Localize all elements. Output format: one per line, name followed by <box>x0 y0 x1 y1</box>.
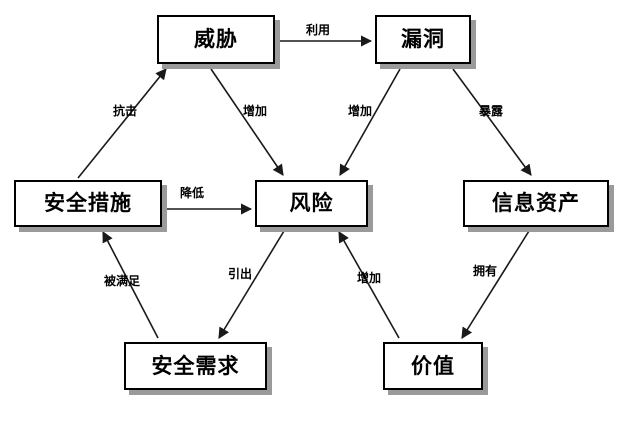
node-risk[interactable]: 风险 <box>255 180 368 227</box>
node-value-label: 价值 <box>411 353 455 378</box>
edge-requirement-satisfied-by-control <box>102 231 159 339</box>
node-security-control[interactable]: 安全措施 <box>14 180 162 227</box>
edge-label-vuln-increases-risk: 增加 <box>348 104 373 118</box>
edge-label-requirement-satisfied-by-control: 被满足 <box>104 274 141 288</box>
node-vulnerability[interactable]: 漏洞 <box>375 15 471 64</box>
node-value[interactable]: 价值 <box>383 342 483 390</box>
node-vulnerability-label: 漏洞 <box>401 27 445 51</box>
node-risk-label: 风险 <box>289 191 334 215</box>
node-security-control-label: 安全措施 <box>44 191 132 215</box>
edge-risk-elicits-requirement <box>218 230 285 339</box>
edge-label-vuln-exposes-asset: 暴露 <box>479 104 504 118</box>
edge-label-asset-owns-value: 拥有 <box>473 264 498 278</box>
edge-label-control-counters-threat: 抗击 <box>113 104 138 118</box>
edge-asset-owns-value <box>461 230 530 339</box>
edge-label-control-reduces-risk: 降低 <box>180 186 205 200</box>
node-threat-label: 威胁 <box>194 27 238 51</box>
edge-label-value-increases-risk: 增加 <box>357 271 382 285</box>
edge-label-threat-increases-risk: 增加 <box>243 104 268 118</box>
edge-value-increases-risk <box>338 231 400 339</box>
edge-control-counters-threat <box>77 68 167 179</box>
node-security-requirement-label: 安全需求 <box>151 353 240 378</box>
edge-vuln-exposes-asset <box>452 68 532 176</box>
node-threat[interactable]: 威胁 <box>157 15 275 64</box>
edge-vuln-increases-risk <box>339 68 401 176</box>
node-information-asset[interactable]: 信息资产 <box>463 180 609 227</box>
node-information-asset-label: 信息资产 <box>492 191 580 215</box>
node-security-requirement[interactable]: 安全需求 <box>124 342 267 390</box>
edge-threat-increases-risk <box>210 68 284 176</box>
edge-label-risk-elicits-requirement: 引出 <box>228 267 253 281</box>
edge-label-threat-exploits-vuln: 利用 <box>306 23 331 37</box>
